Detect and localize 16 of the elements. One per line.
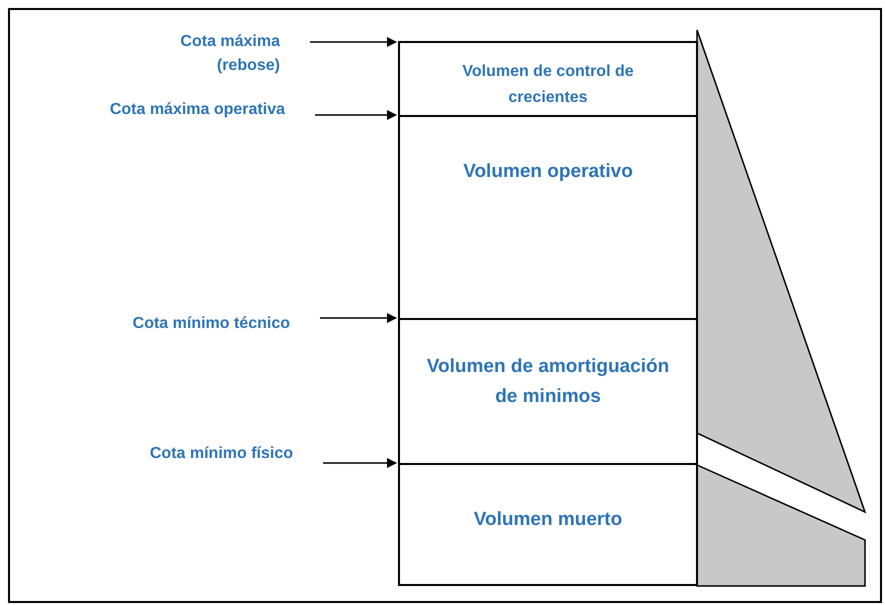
level-label: Cota mínimo técnico <box>70 312 290 336</box>
arrow <box>323 458 397 468</box>
volume-label: Volumen de control de crecientes <box>461 62 635 108</box>
level-label: Cota máxima (rebose) <box>130 30 280 78</box>
arrow <box>315 110 397 120</box>
arrow <box>310 37 397 47</box>
volume-box <box>398 115 698 320</box>
volume-box <box>398 41 698 117</box>
volume-label: Volumen operativo <box>463 160 633 184</box>
volume-box <box>398 318 698 465</box>
arrow <box>320 313 397 323</box>
volume-box <box>398 463 698 586</box>
volume-label: Volumen de amortiguación de minimos <box>426 355 670 409</box>
level-label: Cota mínimo físico <box>90 442 293 466</box>
level-label: Cota máxima operativa <box>40 98 285 122</box>
volume-label: Volumen muerto <box>474 508 622 532</box>
